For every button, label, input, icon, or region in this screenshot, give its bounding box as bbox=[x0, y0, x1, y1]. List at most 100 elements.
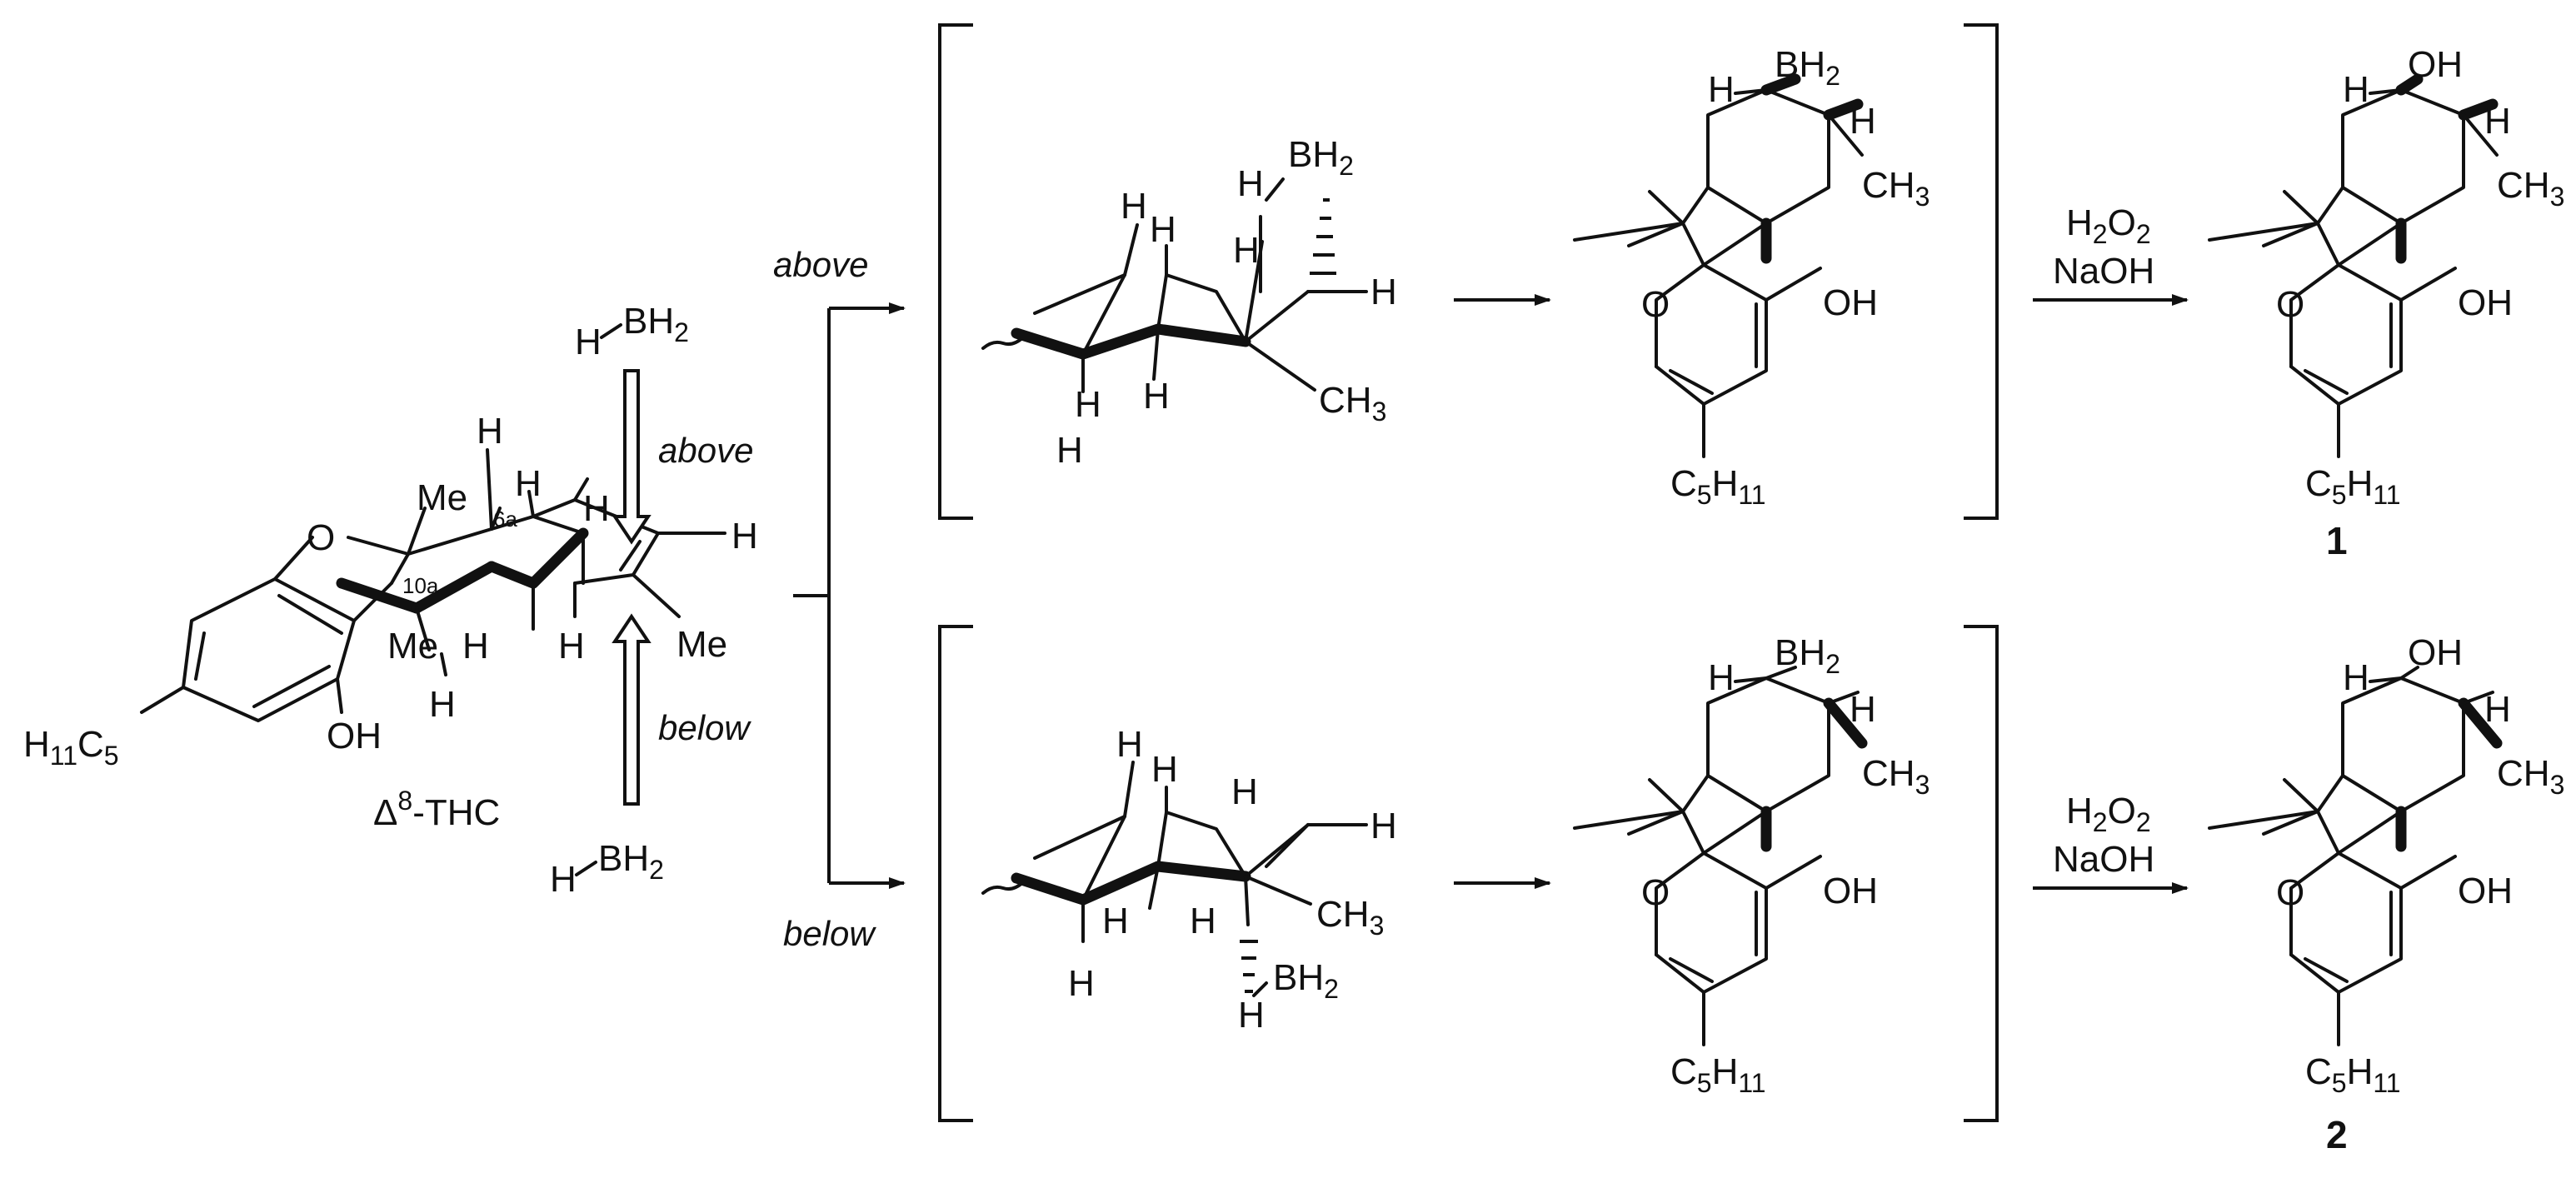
reagent-above-sub: 2 bbox=[674, 317, 689, 347]
product1-h-sub: 11 bbox=[2373, 480, 2400, 510]
reactant-delta8-thc: O Me Me Me OH 6a 10a H H H H H H H H11C5… bbox=[23, 411, 758, 833]
ts-above-ch3: CH3 bbox=[1319, 380, 1386, 427]
reactant-h-10: H bbox=[462, 626, 489, 666]
cond-top-o: O bbox=[2108, 202, 2136, 243]
ts-above-h5: H bbox=[1075, 384, 1101, 425]
product2-o: O bbox=[2276, 872, 2304, 913]
attack-arrow-above bbox=[612, 369, 651, 545]
borane-top-h: H bbox=[1712, 463, 1739, 504]
cond-bottom-h2o2: H2O2 bbox=[2066, 791, 2151, 837]
ts-above-h2: H bbox=[1150, 209, 1176, 250]
reactant-pentyl-h-sub: 11 bbox=[50, 741, 77, 771]
borane-bottom-bh2-text: BH bbox=[1775, 632, 1825, 673]
cond-top-o-sub: 2 bbox=[2136, 219, 2151, 249]
ts-below-bh2-text: BH bbox=[1273, 957, 1324, 998]
ts-above-ch3-text: CH bbox=[1319, 380, 1372, 421]
borane-bottom-h: H bbox=[1712, 1051, 1739, 1092]
cond-bottom-h: H bbox=[2066, 791, 2093, 831]
product2-ch3-sub: 3 bbox=[2550, 770, 2565, 800]
product-1: H H OH CH3 O OH C5H11 1 bbox=[2208, 44, 2564, 562]
reactant-name-prefix: Δ bbox=[373, 792, 397, 833]
reactant-name-suffix: -THC bbox=[412, 792, 500, 833]
product1-ch3-sub: 3 bbox=[2550, 182, 2565, 212]
product2-ch3-text: CH bbox=[2497, 753, 2550, 794]
ts-above-h3: H bbox=[1233, 230, 1260, 271]
bracket-top-left bbox=[938, 23, 973, 520]
reactant-h-10b: H bbox=[558, 626, 585, 666]
ts-above-h-b: H bbox=[1237, 163, 1264, 204]
borane-bottom-oh: OH bbox=[1823, 871, 1878, 911]
product2-h1: H bbox=[2343, 657, 2369, 698]
cond-bottom-naoh: NaOH bbox=[2053, 839, 2154, 880]
borane-bottom-h1: H bbox=[1708, 657, 1735, 698]
transition-state-above: H H H H H H H H BH2 CH3 bbox=[981, 134, 1397, 471]
product1-oh-top: OH bbox=[2408, 44, 2463, 85]
borane-top-h2: H bbox=[1850, 101, 1876, 142]
reactant-methyl-bottom: Me bbox=[387, 626, 438, 666]
ts-below-h-b: H bbox=[1238, 995, 1265, 1036]
ts-below-bh2: BH2 bbox=[1273, 957, 1339, 1004]
product1-h1: H bbox=[2343, 69, 2369, 110]
organoborane-above: H H BH2 CH3 O OH C5H11 bbox=[1573, 44, 1930, 510]
bracket-bottom-left bbox=[938, 625, 973, 1122]
cond-top-h: H bbox=[2066, 202, 2093, 243]
borane-top-c-sub: 5 bbox=[1697, 480, 1712, 510]
product1-ch3-text: CH bbox=[2497, 165, 2550, 206]
borane-top-h-sub: 11 bbox=[1738, 480, 1765, 510]
branch-label-below: below bbox=[783, 914, 876, 953]
ts-above-ch3-sub: 3 bbox=[1372, 397, 1387, 427]
reactant-pentyl-h: H bbox=[23, 724, 50, 765]
product2-c-sub: 5 bbox=[2332, 1068, 2347, 1098]
borane-top-ch3-text: CH bbox=[1862, 165, 1915, 206]
bracket-bottom-right bbox=[1964, 625, 1999, 1122]
borane-top-ch3-sub: 3 bbox=[1915, 182, 1930, 212]
cond-bottom-o-sub: 2 bbox=[2136, 807, 2151, 837]
ts-below-h4: H bbox=[1370, 806, 1397, 846]
borane-top-ch3: CH3 bbox=[1862, 165, 1930, 212]
product1-h: H bbox=[2347, 463, 2374, 504]
product-2: H H OH CH3 O OH C5H11 2 bbox=[2208, 632, 2565, 1156]
ts-below-ch3: CH3 bbox=[1316, 894, 1384, 941]
ts-above-bh2: BH2 bbox=[1288, 134, 1354, 181]
ts-below-h2: H bbox=[1151, 749, 1178, 790]
product1-o: O bbox=[2276, 284, 2304, 325]
ts-above-h1: H bbox=[1121, 186, 1147, 227]
reactant-h-7: H bbox=[515, 463, 542, 504]
reactant-ring-oxygen: O bbox=[307, 517, 335, 558]
ts-above-h7: H bbox=[1056, 430, 1083, 471]
product1-h2: H bbox=[2484, 101, 2511, 142]
reactant-methyl-right: Me bbox=[676, 624, 727, 665]
borane-top-pentyl: C5H11 bbox=[1670, 463, 1766, 510]
product2-h-sub: 11 bbox=[2373, 1068, 2400, 1098]
compound-number-1: 1 bbox=[2326, 519, 2348, 562]
reactant-methyl-top: Me bbox=[417, 477, 467, 518]
product1-ch3: CH3 bbox=[2497, 165, 2564, 212]
reagent-below-sub: 2 bbox=[649, 855, 664, 885]
ts-below-bh2-sub: 2 bbox=[1324, 974, 1339, 1004]
oxidation-step-bottom: H2O2 NaOH bbox=[2033, 791, 2189, 894]
bracket-top-right bbox=[1964, 23, 1999, 520]
cond-bottom-o: O bbox=[2108, 791, 2136, 831]
reactant-pentyl-c-sub: 5 bbox=[104, 741, 119, 771]
ts-below-h6: H bbox=[1190, 901, 1216, 941]
reactant-pentyl-c: C bbox=[77, 724, 104, 765]
ts-below-h1: H bbox=[1116, 724, 1143, 765]
attack-label-below-reactant: below bbox=[658, 708, 751, 747]
reagent-below-b: BH bbox=[598, 838, 649, 879]
reagent-above-h: H bbox=[575, 322, 602, 362]
reagent-above-bh2: BH2 bbox=[623, 301, 689, 347]
borane-bottom-bh2-sub: 2 bbox=[1825, 649, 1840, 679]
borane-bottom-ch3-text: CH bbox=[1862, 753, 1915, 794]
borane-top-c: C bbox=[1670, 463, 1697, 504]
borane-top-o: O bbox=[1641, 284, 1670, 325]
ts-above-h6: H bbox=[1143, 376, 1170, 417]
product2-h: H bbox=[2347, 1051, 2374, 1092]
product2-oh: OH bbox=[2458, 871, 2513, 911]
product2-c: C bbox=[2305, 1051, 2332, 1092]
borane-bottom-h2: H bbox=[1850, 689, 1876, 730]
product2-pentyl: C5H11 bbox=[2305, 1051, 2401, 1098]
reactant-pentyl: H11C5 bbox=[23, 724, 119, 771]
ts-above-bh2-sub: 2 bbox=[1339, 151, 1354, 181]
compound-number-2: 2 bbox=[2326, 1113, 2348, 1156]
